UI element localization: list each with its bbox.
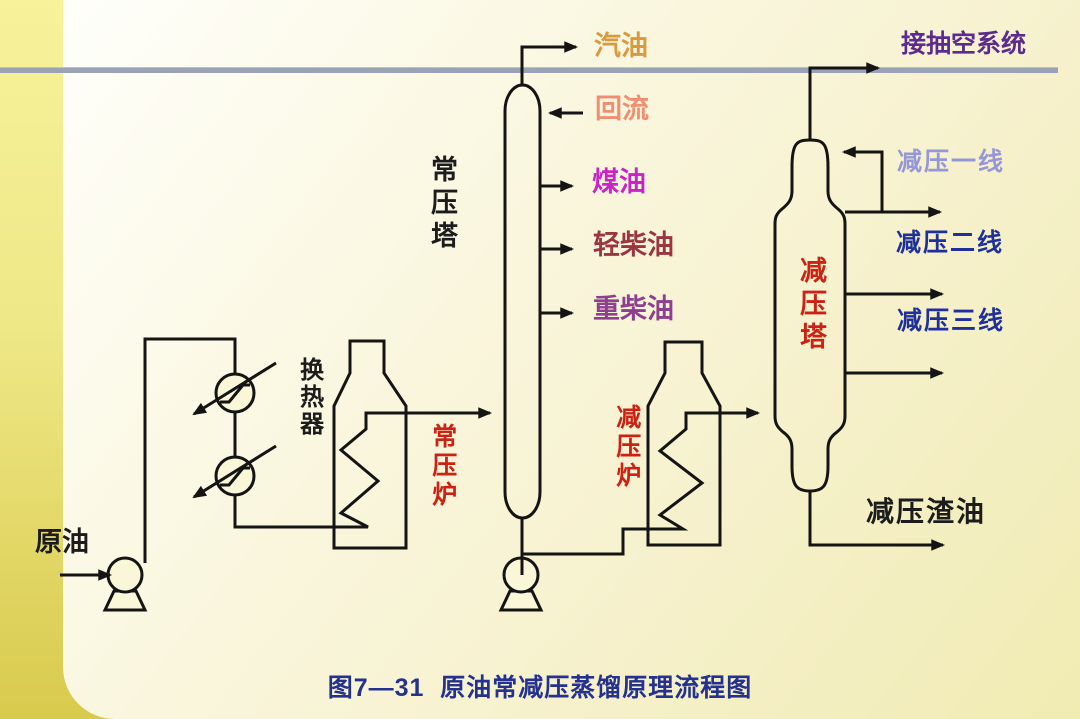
crude-oil-pump xyxy=(60,556,148,612)
vacuum-line1-label: 减压一线 xyxy=(897,149,1006,176)
gasoline-label: 汽油 xyxy=(594,31,648,61)
heat-exchanger-label: 换热器 xyxy=(295,357,322,438)
light-diesel-label: 轻柴油 xyxy=(593,230,674,260)
atmospheric-tower-label: 常压塔 xyxy=(427,155,458,254)
vacuum-residue-line xyxy=(808,491,946,551)
heat-exchanger-2-arrow xyxy=(192,444,277,499)
vacuum-tower xyxy=(773,62,946,551)
heat-exchanger-1-coil xyxy=(220,383,250,404)
vacuum-line1-return xyxy=(841,146,884,212)
divider-line xyxy=(0,67,1058,73)
crude-preheat-line xyxy=(143,337,493,563)
vacuum-line2-label: 减压二线 xyxy=(896,230,1005,257)
figure-caption: 图7—31 原油常减压蒸馏原理流程图 xyxy=(327,674,753,702)
atmospheric-furnace-outline xyxy=(332,339,408,550)
pump-body xyxy=(106,556,144,594)
heat-exchanger-train xyxy=(143,337,493,563)
heavy-diesel-label: 重柴油 xyxy=(593,294,674,324)
heat-exchanger-1-arrow xyxy=(192,361,277,416)
slide-panel xyxy=(63,0,1080,719)
pump-base xyxy=(498,589,544,612)
bottoms-pump xyxy=(498,407,761,612)
vacuum-tower-shell xyxy=(773,138,847,493)
crude-oil-label: 原油 xyxy=(35,527,89,557)
to-ejector-label: 接抽空系统 xyxy=(901,31,1027,58)
atmospheric-column-shell xyxy=(503,83,542,520)
atmospheric-furnace xyxy=(332,339,408,550)
vacuum-line3-label: 减压三线 xyxy=(897,308,1006,335)
heat-exchanger-2-coil xyxy=(220,466,250,487)
vacuum-furnace-outline xyxy=(646,340,722,547)
overhead-to-ejector-line xyxy=(808,62,881,139)
atmospheric-column xyxy=(503,41,583,520)
kerosene-label: 煤油 xyxy=(592,167,646,197)
atmospheric-furnace-label: 常压炉 xyxy=(428,423,456,510)
vacuum-tower-label: 减压塔 xyxy=(796,256,827,355)
vacuum-furnace xyxy=(646,340,722,547)
vacuum-furnace-label: 减压炉 xyxy=(612,404,640,491)
gasoline-line xyxy=(520,41,579,85)
pump-base xyxy=(102,589,148,612)
vacuum-transfer-line xyxy=(522,407,761,556)
vacuum-residue-label: 减压渣油 xyxy=(866,497,987,528)
reflux-label: 回流 xyxy=(595,94,649,124)
